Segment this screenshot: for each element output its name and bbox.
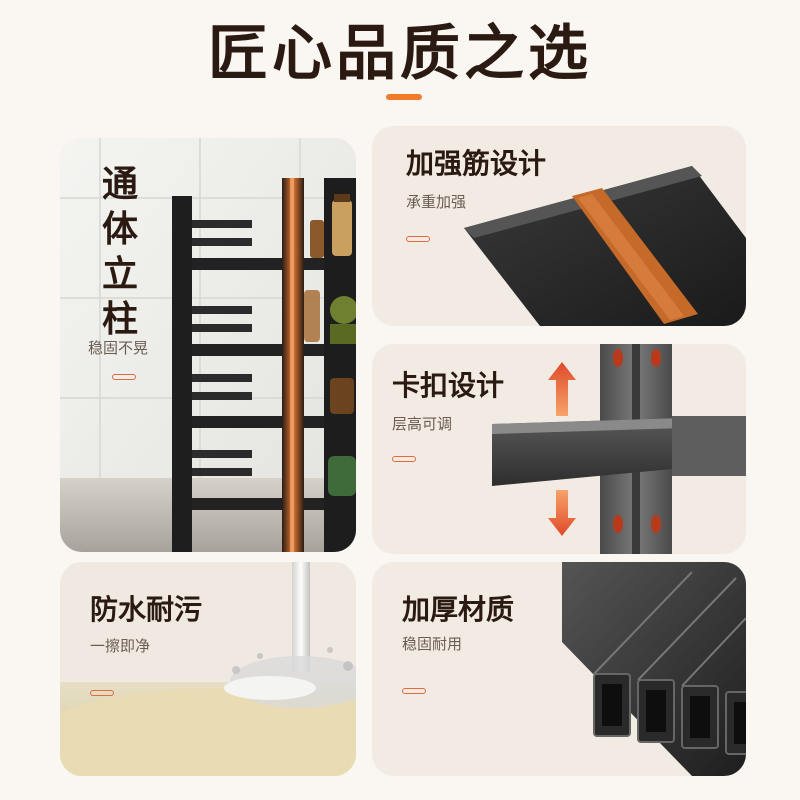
material-heading: 加厚材质: [402, 593, 515, 626]
rib-card: 加强筋设计 承重加强: [372, 126, 746, 326]
pillar-heading-char: 通: [101, 164, 138, 205]
rib-dash: [406, 236, 430, 242]
page-title: 匠心品质之选: [208, 19, 592, 89]
title-underline: [386, 94, 422, 100]
material-subtitle: 稳固耐用: [402, 635, 463, 653]
rib-panel-illustration: [464, 166, 746, 326]
arrow-up-icon: [548, 362, 576, 416]
waterproof-subtitle: 一擦即净: [90, 637, 151, 655]
pillar-dash: [112, 374, 136, 380]
water-splash-illustration: [60, 562, 356, 776]
material-card: 加厚材质 稳固耐用: [372, 562, 746, 776]
pillar-heading-char: 体: [101, 209, 138, 250]
buckle-post-illustration: [492, 344, 746, 554]
tube-material-illustration: [562, 562, 746, 776]
buckle-subtitle: 层高可调: [392, 415, 453, 433]
waterproof-dash: [90, 690, 114, 696]
pillar-shelf-illustration: [60, 138, 356, 552]
pillar-heading-char: 柱: [101, 299, 138, 340]
pillar-heading-char: 立: [101, 254, 138, 295]
arrow-down-icon: [548, 490, 576, 536]
pillar-heading: 通 体 立 柱: [98, 162, 142, 342]
buckle-card: 卡扣设计 层高可调: [372, 344, 746, 554]
pillar-card: 通 体 立 柱 稳固不晃: [60, 138, 356, 552]
waterproof-heading: 防水耐污: [90, 593, 203, 626]
pillar-subtitle: 稳固不晃: [88, 339, 149, 357]
rib-heading: 加强筋设计: [406, 147, 547, 180]
material-dash: [402, 688, 426, 694]
buckle-dash: [392, 456, 416, 462]
rib-subtitle: 承重加强: [406, 193, 467, 211]
waterproof-card: 防水耐污 一擦即净: [60, 562, 356, 776]
buckle-heading: 卡扣设计: [392, 369, 505, 402]
